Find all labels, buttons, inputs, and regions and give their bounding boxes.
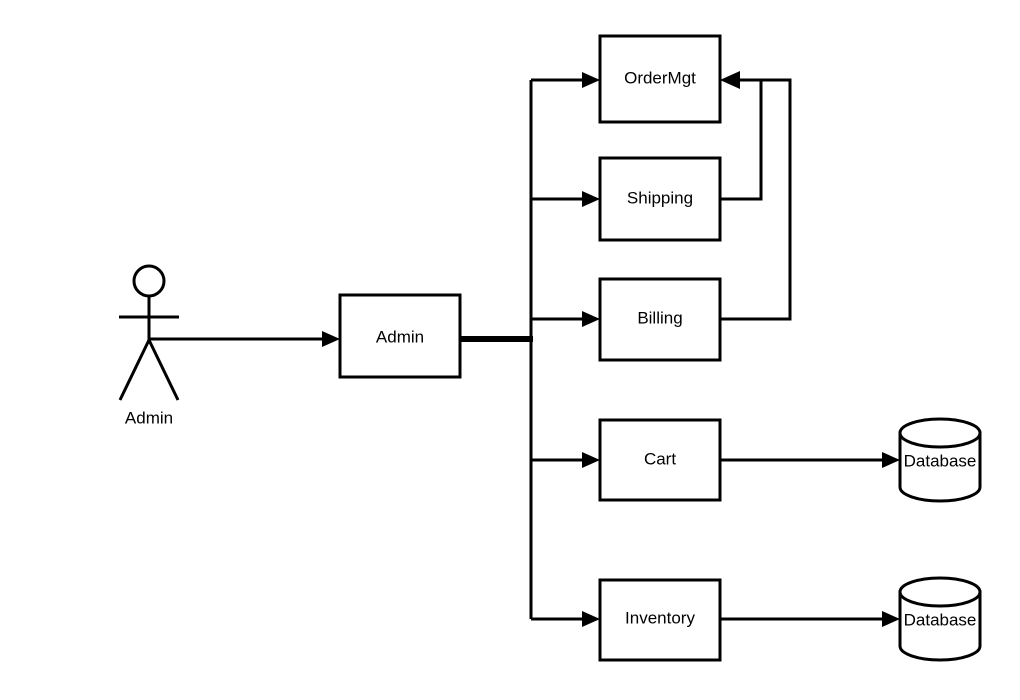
node-inventory-box — [598, 578, 722, 662]
node-shipping[interactable]: Shipping — [598, 156, 722, 242]
node-inventory[interactable]: Inventory — [598, 578, 722, 662]
node-ordermgt-label: OrderMgt — [624, 68, 696, 87]
edge-shipping-ordermgt-line — [720, 78, 763, 201]
node-database-inventory-top-ellipse — [898, 576, 982, 608]
node-admin-box — [338, 293, 462, 379]
node-ordermgt[interactable]: OrderMgt — [598, 34, 722, 124]
edge-bus-shipping-arrowhead-icon — [582, 191, 600, 207]
actor-leg-right-line — [147, 339, 180, 401]
edge-cart-database — [720, 452, 900, 468]
node-database-cart-top-ellipse — [898, 417, 982, 449]
edge-shipping-ordermgt — [720, 78, 763, 201]
edge-inventory-database-arrowhead-icon — [882, 611, 900, 627]
edge-bus-inventory — [531, 611, 600, 627]
edge-bus-cart — [531, 452, 600, 468]
node-billing-label: Billing — [637, 308, 682, 327]
edge-bus-ordermgt-arrowhead-icon — [582, 72, 600, 88]
node-database-inventory-label: Database — [904, 610, 977, 629]
node-billing[interactable]: Billing — [598, 277, 722, 362]
node-ordermgt-box — [598, 34, 722, 124]
edge-bus-billing-arrowhead-icon — [582, 311, 600, 327]
actor-admin[interactable]: Admin — [118, 264, 180, 427]
edge-cart-database-arrowhead-icon — [882, 452, 900, 468]
node-cart-box — [598, 418, 722, 502]
node-billing-box — [598, 277, 722, 362]
edge-bus-shipping — [531, 191, 600, 207]
node-shipping-box — [598, 156, 722, 242]
edge-actor-admin-arrowhead-icon — [322, 331, 340, 347]
edge-bus-ordermgt — [531, 72, 600, 88]
node-cart-label: Cart — [644, 449, 676, 468]
node-inventory-label: Inventory — [625, 608, 695, 627]
actor-leg-left-line — [118, 339, 151, 401]
node-database-inventory[interactable]: Database — [898, 576, 982, 662]
edge-bus-billing — [531, 311, 600, 327]
actor-head-icon — [132, 264, 166, 298]
node-database-cart-label: Database — [904, 451, 977, 470]
node-admin-label: Admin — [376, 327, 424, 346]
edge-billing-ordermgt-line — [720, 78, 792, 321]
node-database-cart[interactable]: Database — [898, 417, 982, 503]
node-database-inventory-body — [898, 590, 982, 662]
edge-actor-admin — [149, 331, 340, 347]
node-admin[interactable]: Admin — [338, 293, 462, 379]
edge-billing-ordermgt — [720, 71, 792, 321]
actor-admin-label: Admin — [125, 408, 173, 427]
edge-feedback-ordermgt-arrowhead-icon — [720, 71, 740, 89]
edge-bus-cart-arrowhead-icon — [582, 452, 600, 468]
node-database-cart-body — [898, 431, 982, 503]
edge-inventory-database — [720, 611, 900, 627]
node-cart[interactable]: Cart — [598, 418, 722, 502]
edge-bus-inventory-arrowhead-icon — [582, 611, 600, 627]
node-shipping-label: Shipping — [627, 188, 693, 207]
